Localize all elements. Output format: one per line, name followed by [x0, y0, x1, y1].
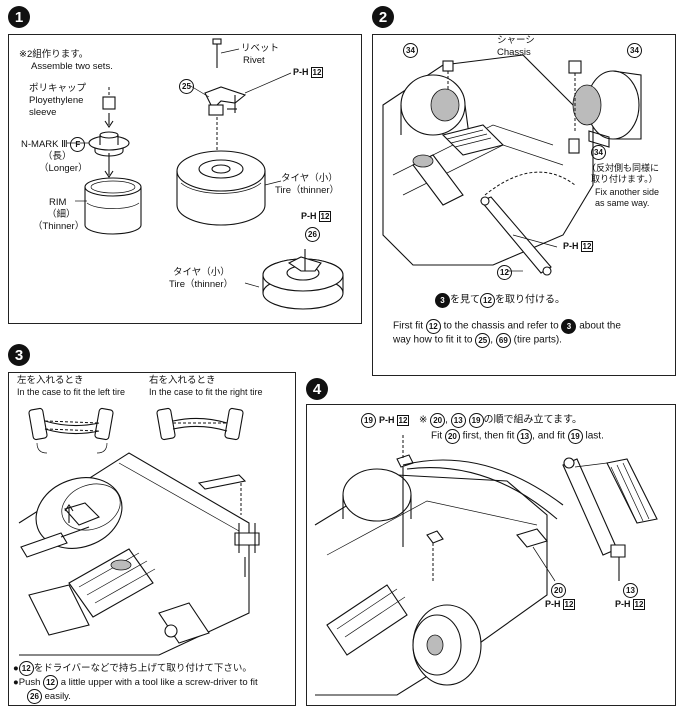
rivet-jp: リベット [241, 43, 280, 54]
poly-cap-en2: sleeve [29, 107, 57, 118]
part-34b: 34 [627, 43, 642, 58]
nmark-label: N-MARK Ⅲ F [21, 137, 86, 152]
rim-en: RIM [49, 197, 67, 208]
poly-cap-en1: Ployethylene [29, 95, 84, 106]
rivet-en: Rivet [243, 55, 265, 66]
nmark-en: （Longer） [39, 163, 88, 174]
other-side-jp1: （反対側も同様に [587, 163, 660, 173]
ref-step-3: 3 [435, 293, 450, 308]
tire2-en: Tire（thinner） [169, 279, 234, 290]
part-20: 20 [551, 583, 566, 598]
step-1-drawing [67, 38, 344, 310]
order-en: Fit 20 first, then fit 13, and fit 19 la… [431, 429, 604, 444]
step-3-panel: 左を入れるとき In the case to fit the left tire… [8, 372, 296, 706]
step-1-badge: 1 [8, 6, 30, 28]
page-prefix: P-H [293, 67, 309, 77]
bullet-en-1: ●Push 12 a little upper with a tool like… [13, 675, 258, 690]
step-2-panel: 34 シャーシ Chassis 34 34 （反対側も同様に 取り付けます。） … [372, 34, 676, 376]
part-26-label: 26 [305, 227, 320, 242]
step-2-badge: 2 [372, 6, 394, 28]
chassis-en: Chassis [497, 47, 531, 58]
tire-jp: タイヤ（小） [281, 173, 338, 184]
rim-jp: （細） [47, 209, 76, 220]
rim-en2: （Thinner） [33, 221, 85, 232]
step-2-drawing [382, 54, 642, 276]
part-25-label: 25 [179, 79, 194, 94]
bullet-en-2: 26 easily. [27, 689, 71, 704]
poly-cap-jp: ポリキャップ [29, 83, 87, 94]
chassis-jp: シャーシ [497, 35, 535, 46]
other-side-jp2: 取り付けます。） [591, 174, 658, 184]
other-side-en2: as same way. [595, 198, 650, 208]
instruction-en-2: way how to fit it to 25, 69 (tire parts)… [393, 333, 562, 348]
step-1-panel: ※2組作ります。 Assemble two sets. ポリキャップ Ploye… [8, 34, 362, 324]
step-3-badge: 3 [8, 344, 30, 366]
instruction-en-1: First fit 12 to the chassis and refer to… [393, 319, 621, 334]
step-4-badge: 4 [306, 378, 328, 400]
step-3-drawing [18, 407, 260, 656]
nmark-text: N-MARK Ⅲ [21, 139, 68, 150]
page-num: 12 [310, 67, 324, 78]
left-case-jp: 左を入れるとき [17, 375, 84, 386]
part-19a: 19 [361, 413, 376, 428]
part-13: 13 [623, 583, 638, 598]
tire-en: Tire（thinner） [275, 185, 340, 196]
part-12: 12 [497, 265, 512, 280]
right-case-jp: 右を入れるとき [149, 375, 216, 386]
nmark-jp: （長） [43, 151, 72, 162]
step-4-drawing [314, 435, 658, 696]
right-case-en: In the case to fit the right tire [149, 387, 263, 397]
note-en: Assemble two sets. [31, 61, 113, 72]
tire2-jp: タイヤ（小） [173, 267, 230, 278]
other-side-en1: Fix another side [595, 187, 660, 197]
note-jp: ※2組作ります。 [19, 49, 89, 60]
part-34a: 34 [403, 43, 418, 58]
part-f-marker: F [70, 137, 86, 152]
part-34c: 34 [591, 145, 606, 160]
left-case-en: In the case to fit the left tire [17, 387, 126, 397]
